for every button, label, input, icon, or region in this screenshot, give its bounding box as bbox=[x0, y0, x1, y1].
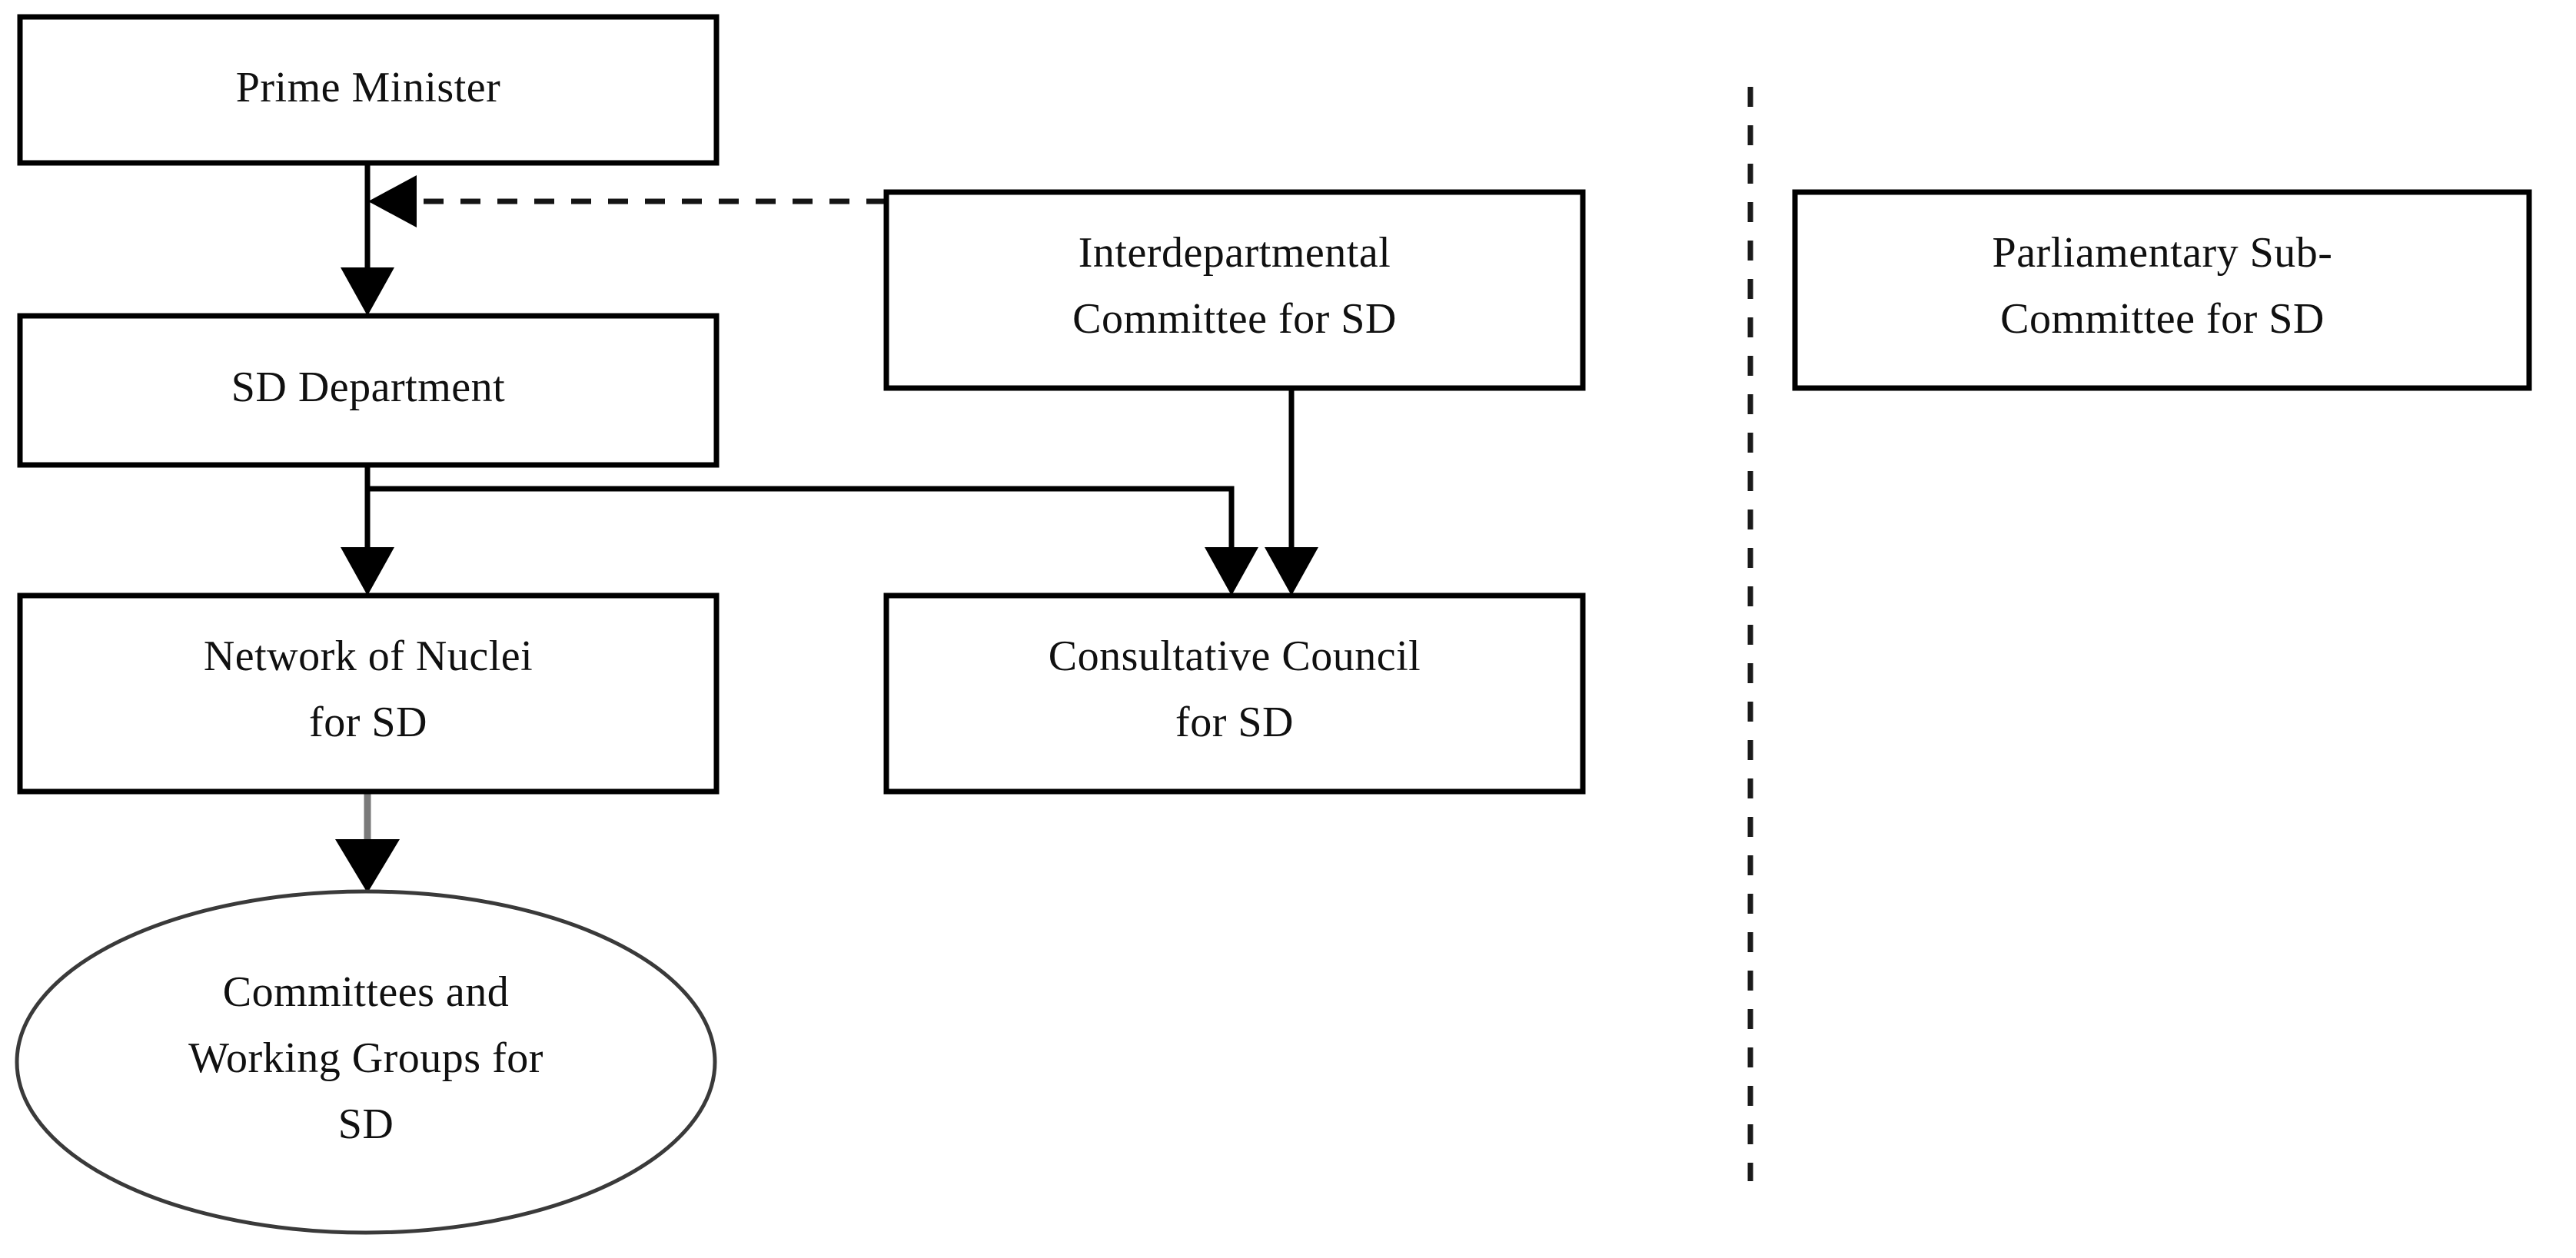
node-committees-working-groups-ellipse bbox=[15, 889, 717, 1235]
node-network-of-nuclei-label-line1: Network of Nuclei bbox=[204, 632, 533, 680]
node-interdepartmental-committee-box bbox=[883, 189, 1586, 391]
node-interdepartmental-committee-label-line2: Committee for SD bbox=[1072, 295, 1397, 343]
node-sd-department-box bbox=[17, 313, 720, 468]
node-sd-department-label: SD Department bbox=[231, 363, 505, 411]
node-consultative-council-label-line2: for SD bbox=[1175, 699, 1294, 746]
node-interdepartmental-committee-label-line1: Interdepartmental bbox=[1079, 229, 1391, 277]
node-prime-minister-label: Prime Minister bbox=[236, 64, 501, 111]
node-sd-department[interactable]: SD Department bbox=[17, 313, 720, 468]
arrowhead-down-icon bbox=[1205, 547, 1258, 596]
arrowhead-down-icon bbox=[1265, 547, 1318, 596]
arrowhead-left-icon bbox=[368, 175, 417, 227]
node-prime-minister-box bbox=[17, 14, 720, 166]
node-committees-working-groups[interactable]: Committees and Working Groups for SD bbox=[15, 889, 717, 1235]
arrowhead-down-icon bbox=[341, 267, 394, 316]
node-committees-working-groups-label-line2: Working Groups for bbox=[188, 1034, 543, 1082]
node-network-of-nuclei[interactable]: Network of Nuclei for SD bbox=[17, 592, 720, 795]
node-consultative-council-label-line1: Consultative Council bbox=[1049, 632, 1421, 680]
node-parliamentary-sub-committee-label-line1: Parliamentary Sub- bbox=[1993, 229, 2333, 277]
node-parliamentary-sub-committee-box bbox=[1792, 189, 2532, 391]
node-interdepartmental-committee[interactable]: Interdepartmental Committee for SD bbox=[883, 189, 1586, 391]
node-prime-minister[interactable]: Prime Minister bbox=[17, 14, 720, 166]
arrowhead-down-icon bbox=[335, 839, 400, 893]
node-consultative-council-box bbox=[883, 592, 1586, 795]
arrowhead-down-icon bbox=[341, 547, 394, 596]
connector-pm-to-sd-department bbox=[341, 163, 394, 316]
connector-interdepartmental-to-pm bbox=[368, 175, 886, 227]
node-network-of-nuclei-label-line2: for SD bbox=[309, 699, 427, 746]
node-consultative-council[interactable]: Consultative Council for SD bbox=[883, 592, 1586, 795]
connector-sd-department-to-network bbox=[341, 465, 394, 596]
node-network-of-nuclei-box bbox=[17, 592, 720, 795]
connector-interdepartmental-to-consultative-council bbox=[1265, 388, 1318, 596]
node-parliamentary-sub-committee[interactable]: Parliamentary Sub- Committee for SD bbox=[1792, 189, 2532, 391]
connector-sd-department-to-consultative-council bbox=[367, 486, 1258, 596]
connector-network-to-committees bbox=[335, 792, 400, 893]
node-parliamentary-sub-committee-label-line2: Committee for SD bbox=[2000, 295, 2325, 343]
node-committees-working-groups-label-line1: Committees and bbox=[223, 968, 510, 1016]
node-committees-working-groups-label-line3: SD bbox=[338, 1100, 394, 1148]
